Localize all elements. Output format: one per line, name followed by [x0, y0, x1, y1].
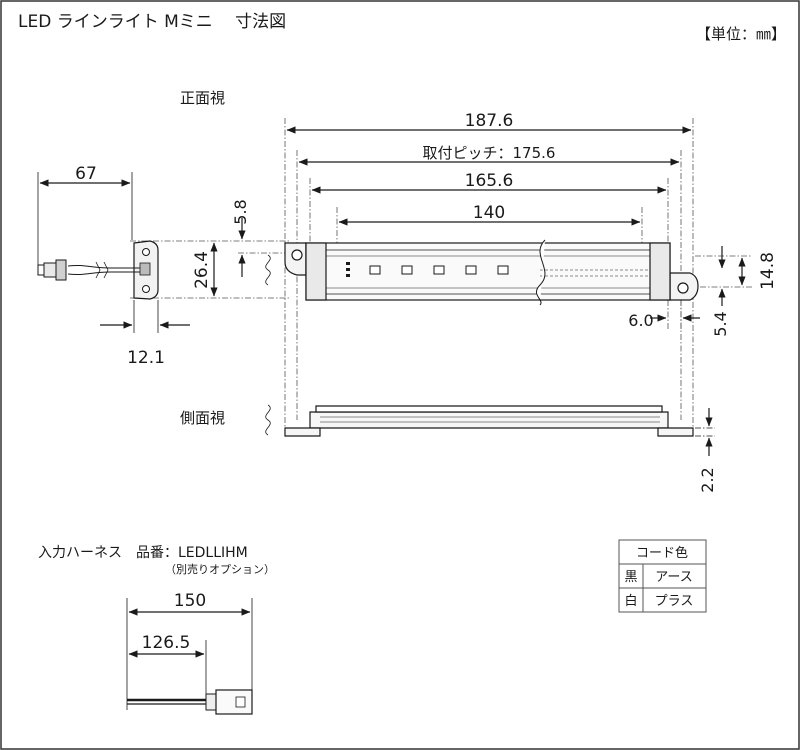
code-row-black-meaning: アース [655, 570, 693, 585]
unit-label: 【単位：㎜】 [696, 25, 786, 43]
dim-body-height: 14.8 [758, 252, 778, 290]
dim-hole-top-offset: 5.8 [231, 199, 250, 224]
dim-right-hole-offset: 5.4 [711, 311, 730, 336]
dim-led-span: 140 [473, 203, 505, 223]
harness-note: （別売りオプション） [165, 563, 275, 576]
code-row-black-color: 黒 [624, 570, 637, 585]
dim-height: 26.4 [192, 251, 212, 289]
front-view-label: 正面視 [180, 89, 225, 107]
harness-label: 入力ハーネス 品番：LEDLLIHM [38, 545, 248, 561]
harness-length-wire: 126.5 [142, 633, 191, 653]
led-chips [369, 265, 509, 275]
connector-plug [37, 259, 140, 281]
dim-tab-thickness: 2.2 [698, 467, 717, 492]
dim-hole-to-end: 6.0 [628, 311, 653, 330]
code-row-white-color: 白 [624, 593, 637, 609]
code-color-table [618, 539, 707, 613]
dim-tab-thickness-lines [695, 408, 715, 456]
side-view-label: 側面視 [180, 409, 225, 427]
dimension-lines [37, 126, 746, 333]
dim-mount-pitch: 取付ピッチ：175.6 [423, 144, 556, 162]
harness-dim-lines [126, 598, 253, 710]
dim-body-length: 165.6 [465, 171, 514, 191]
dim-connector-offset: 67 [75, 164, 97, 184]
harness-drawing [127, 689, 253, 715]
code-table-header: コード色 [636, 545, 688, 561]
drawing-title: LED ラインライト Mミニ 寸法図 [18, 12, 286, 32]
front-view-body [284, 242, 699, 301]
dim-overall-length: 187.6 [465, 111, 514, 131]
break-line-front [535, 239, 546, 306]
code-row-white-meaning: プラス [655, 594, 694, 609]
end-cap-view [133, 240, 159, 300]
break-mark-side [265, 404, 271, 436]
break-mark-left [265, 254, 271, 286]
side-view-body [284, 405, 694, 437]
dim-end-width: 12.1 [127, 348, 165, 368]
contact-pins [346, 262, 350, 277]
harness-length-total: 150 [174, 591, 206, 611]
